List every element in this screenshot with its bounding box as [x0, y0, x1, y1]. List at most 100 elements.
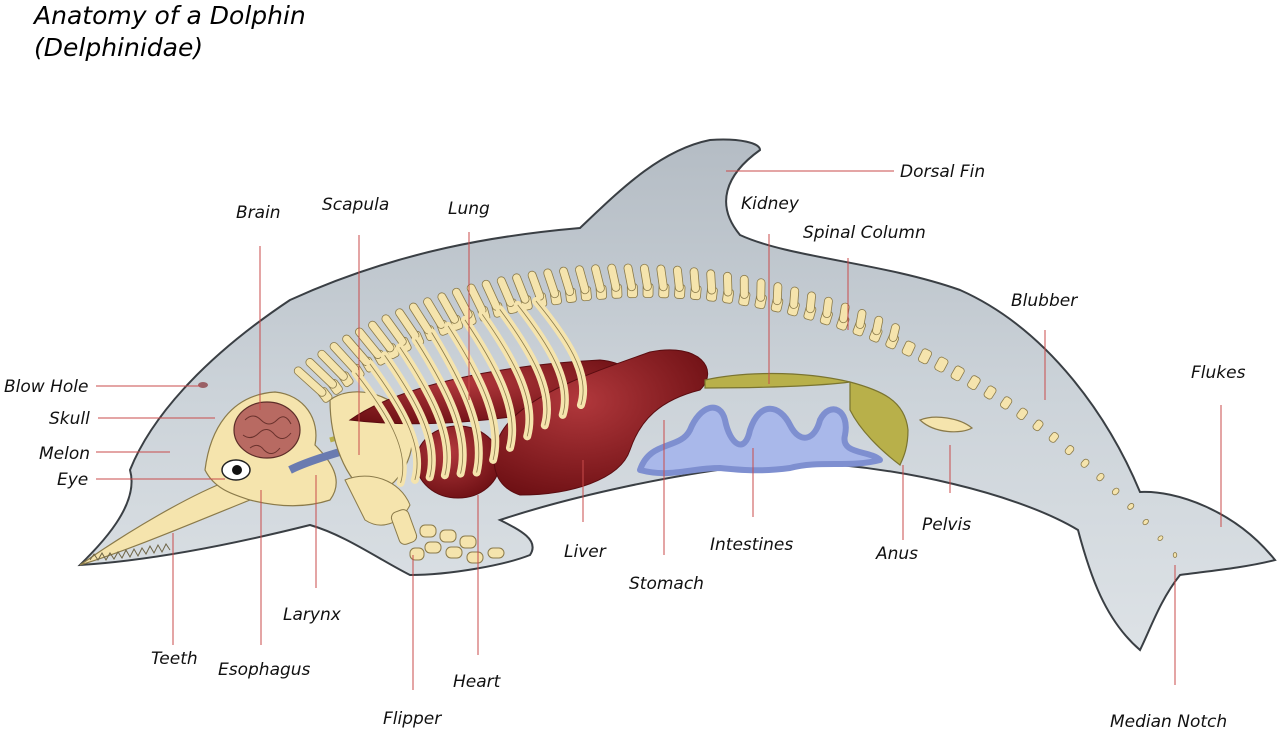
- vertebra-spine: [772, 282, 783, 306]
- vertebra-spine: [822, 296, 833, 318]
- label-lung: Lung: [448, 199, 490, 219]
- rib-outline: [384, 355, 433, 478]
- label-median-notch: Median Notch: [1110, 712, 1227, 732]
- label-liver: Liver: [564, 542, 607, 562]
- rib-outline: [399, 346, 448, 476]
- vertebra: [1048, 432, 1059, 443]
- rib-outline: [431, 332, 480, 473]
- vertebra: [1172, 552, 1178, 558]
- label-dorsal-fin: Dorsal Fin: [900, 162, 985, 182]
- label-brain: Brain: [236, 203, 281, 223]
- vertebra-spine: [739, 274, 749, 299]
- vertebra-spine: [639, 263, 652, 291]
- vertebra-spine: [496, 276, 515, 307]
- vertebra-spine: [623, 263, 637, 292]
- vertebra-spine: [689, 267, 700, 293]
- rib-cage: [351, 297, 588, 487]
- intestines: [637, 404, 883, 477]
- vertebra: [934, 356, 949, 373]
- rib-outline: [499, 309, 548, 426]
- label-heart: Heart: [453, 672, 502, 692]
- label-blow-hole: Blow Hole: [4, 377, 88, 397]
- label-larynx: Larynx: [283, 605, 342, 625]
- vertebra: [1111, 487, 1120, 496]
- eye-pupil: [232, 465, 242, 475]
- vertebra-spine: [317, 349, 348, 381]
- vertebra-spine: [789, 286, 800, 309]
- label-flipper: Flipper: [383, 709, 442, 729]
- teeth: [89, 543, 171, 562]
- leader-lines: [96, 170, 1222, 690]
- label-pelvis: Pelvis: [922, 515, 971, 535]
- rib-outline: [355, 372, 404, 483]
- vertebra-spine: [423, 297, 446, 329]
- rib-outline: [415, 339, 464, 474]
- vertebra-spine: [656, 264, 668, 292]
- vertebra: [983, 385, 997, 400]
- title-line-2: (Delphinidae): [34, 33, 204, 62]
- label-stomach: Stomach: [629, 574, 704, 594]
- vertebra: [1157, 535, 1164, 541]
- diagram-title: Anatomy of a Dolphin (Delphinidae): [34, 0, 306, 64]
- vertebra-spine: [706, 269, 717, 295]
- vertebra-spine: [527, 270, 545, 301]
- vertebra: [1142, 518, 1149, 526]
- vertebra-spine: [723, 271, 733, 297]
- label-anus: Anus: [875, 544, 918, 564]
- rib-outline: [464, 319, 513, 448]
- brain-folds: [242, 415, 292, 454]
- vertebra: [1064, 445, 1075, 455]
- vertebra: [1127, 503, 1135, 510]
- label-kidney: Kidney: [741, 194, 800, 214]
- label-spinal-column: Spinal Column: [803, 223, 926, 243]
- vertebra-spine: [607, 263, 621, 292]
- rib-outline: [481, 314, 530, 437]
- vertebra: [1096, 472, 1105, 482]
- vertebra-spine: [559, 266, 575, 296]
- vertebra-spine: [368, 320, 395, 353]
- label-blubber: Blubber: [1011, 291, 1078, 311]
- label-teeth: Teeth: [151, 649, 198, 669]
- vertebra-spine: [872, 315, 884, 336]
- vertebra-spine: [888, 323, 900, 342]
- vertebra-spine: [355, 327, 383, 359]
- vertebra-spine: [293, 366, 327, 397]
- vertebra: [1016, 407, 1028, 421]
- vertebra-spine: [543, 268, 560, 299]
- label-melon: Melon: [39, 444, 90, 464]
- label-eye: Eye: [57, 470, 88, 490]
- vertebra: [1080, 458, 1090, 468]
- vertebra-spine: [673, 265, 684, 292]
- label-scapula: Scapula: [322, 195, 389, 215]
- vertebra-spine: [756, 278, 766, 302]
- rib-outline: [535, 300, 584, 406]
- vertebra-spine: [452, 287, 473, 320]
- rib-outline: [517, 304, 566, 416]
- vertebra-spine: [591, 264, 605, 293]
- vertebra: [918, 348, 932, 365]
- vertebra: [1000, 396, 1013, 410]
- colon: [849, 381, 909, 466]
- vertebra-spine: [575, 265, 590, 295]
- vertebra-spine: [512, 273, 530, 304]
- vertebra: [967, 375, 981, 391]
- blow-hole: [198, 382, 208, 388]
- title-line-1: Anatomy of a Dolphin: [34, 1, 306, 30]
- liver: [493, 349, 709, 496]
- rib-outline: [447, 325, 496, 461]
- label-skull: Skull: [49, 409, 90, 429]
- label-intestines: Intestines: [710, 535, 793, 555]
- pelvis: [918, 416, 974, 433]
- rib-outline: [369, 363, 418, 480]
- vertebra: [950, 365, 965, 382]
- vertebra-spine: [437, 292, 459, 324]
- vertebra-spine: [805, 291, 816, 314]
- label-esophagus: Esophagus: [218, 660, 311, 680]
- flipper-bones: [344, 475, 505, 564]
- vertebra: [1032, 419, 1044, 432]
- vertebra-spine: [381, 314, 407, 346]
- label-flukes: Flukes: [1191, 363, 1246, 383]
- vertebra: [901, 340, 916, 357]
